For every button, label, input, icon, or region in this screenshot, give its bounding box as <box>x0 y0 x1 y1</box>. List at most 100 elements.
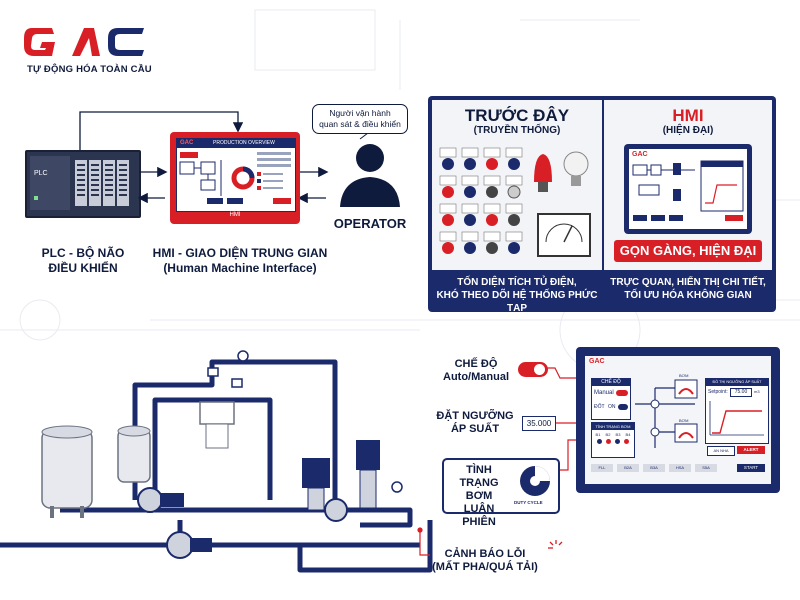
modern-banner: GỌN GÀNG, HIỆN ĐẠI <box>614 240 762 262</box>
manual-toggle[interactable] <box>616 390 628 396</box>
pump-status-line2: BƠM <box>465 490 493 502</box>
hmi-footer-buttons: FLL B2A B3A HSA S5A <box>591 464 731 472</box>
plc-caption-line2: ĐIỀU KHIỂN <box>48 261 118 275</box>
before-footer-line2: KHÓ THEO DÕI HỆ THỐNG PHỨC TẠP <box>436 290 598 314</box>
threshold-callout: ĐẶT NGƯỠNG ÁP SUẤT <box>432 410 518 436</box>
comparison-divider <box>602 100 604 308</box>
after-section: HMI (HIỆN ĐẠI) GAC <box>604 100 772 270</box>
speech-line1: Người vận hành <box>329 108 391 118</box>
mode-toggle-knob <box>534 364 545 375</box>
hmi-pump-flow <box>635 379 698 448</box>
mode-callout-line1: CHẾ ĐỘ <box>454 358 498 370</box>
pump-label-a: BƠM <box>679 373 689 378</box>
speech-line2: quan sát & điều khiển <box>319 119 401 129</box>
vertical-pump-1 <box>302 458 348 522</box>
pressure-gauge-icon <box>237 350 249 362</box>
horizontal-pump-1 <box>137 487 184 513</box>
pump-col-4: B4 <box>625 432 631 437</box>
horizontal-pump-2 <box>166 531 212 559</box>
modern-hmi-display: GAC <box>629 149 747 229</box>
push-button-row-4 <box>439 231 523 254</box>
bottom-hmi-screen: GAC CHẾ ĐỘ Manual ĐỐT ON TÌNH TRẠNG BƠM … <box>585 356 771 484</box>
light-bulb-icon <box>563 151 589 186</box>
pump-status-callout: TÌNH TRẠNG BƠM LUÂN PHIÊN DUTY CYCLE <box>442 458 560 528</box>
on-toggle[interactable] <box>618 404 628 410</box>
duty-cycle-icon <box>520 466 550 496</box>
footer-btn-3[interactable]: B3A <box>643 464 665 472</box>
plc-io-modules <box>73 156 133 210</box>
plc-caption-line1: PLC - BỘ NÃO <box>41 246 125 260</box>
analog-meter-icon <box>537 213 591 257</box>
after-title: HMI <box>672 106 704 125</box>
pump-indicator-icon <box>606 439 611 444</box>
before-section: TRƯỚC ĐÂY (TRUYỀN THỐNG) <box>432 100 602 270</box>
pump-col-2: B2 <box>605 432 611 437</box>
push-button-row-1 <box>439 147 523 170</box>
hmi-bezel-text: HMI <box>229 212 241 218</box>
hmi-screen-header: GAC PRODUCTION OVERVIEW <box>177 139 295 148</box>
modern-hmi-graphics <box>632 160 744 221</box>
pump-status-header: TÌNH TRẠNG BƠM <box>592 423 634 430</box>
after-footer-line2: TỐI ƯU HÓA KHÔNG GIAN <box>624 290 752 301</box>
bottom-hmi-tablet: GAC CHẾ ĐỘ Manual ĐỐT ON TÌNH TRẠNG BƠM … <box>576 347 780 493</box>
pump-status-text: TÌNH TRẠNG BƠM LUÂN PHIÊN <box>446 464 512 529</box>
pump-col-1: B1 <box>595 432 601 437</box>
footer-btn-2[interactable]: B2A <box>617 464 639 472</box>
before-subtitle: (TRUYỀN THỐNG) <box>473 125 561 136</box>
push-button-row-3 <box>439 203 523 226</box>
red-beacon-icon <box>534 154 552 192</box>
threshold-input[interactable]: 35.000 <box>522 416 556 431</box>
pump-indicator-icon <box>597 439 602 444</box>
plc-caption: PLC - BỘ NÃO ĐIỀU KHIỂN <box>18 246 148 276</box>
setpoint-value[interactable]: 75.00 <box>730 388 752 397</box>
threshold-callout-line2: ÁP SUẤT <box>450 423 500 435</box>
pump-status-line3: LUÂN PHIÊN <box>462 503 496 528</box>
mode-toggle[interactable] <box>518 362 548 377</box>
storage-tank-large <box>41 425 93 518</box>
alarm-callout-line1: CẢNH BÁO LỖI <box>444 548 526 560</box>
pump-cols: B1 B2 B3 B4 <box>593 432 633 437</box>
footer-btn-1[interactable]: FLL <box>591 464 613 472</box>
pressure-chart-box: ĐỒ THỊ NGƯỠNG ÁP SUẤT Setpoint: 75.00 m3 <box>705 378 769 444</box>
start-button[interactable]: START <box>737 464 765 472</box>
hmi-screen-title: PRODUCTION OVERVIEW <box>213 140 275 146</box>
hmi-device: GAC PRODUCTION OVERVIEW HMI <box>170 132 300 224</box>
pressure-transmitter <box>199 401 235 449</box>
plc-device: PLC <box>25 150 141 218</box>
push-button-row-2 <box>439 175 523 199</box>
mode-callout-line2: Auto/Manual <box>443 371 509 383</box>
before-footer: TỐN DIỆN TÍCH TỦ ĐIỆN, KHÓ THEO DÕI HỆ T… <box>432 276 602 315</box>
modern-hmi-brand: GAC <box>632 151 648 158</box>
manual-label: Manual <box>594 390 614 396</box>
bottom-hmi-brand: GAC <box>589 358 605 365</box>
mode-box: CHẾ ĐỘ Manual ĐỐT ON <box>591 378 631 420</box>
hmi-caption-line1: HMI - GIAO DIỆN TRUNG GIAN <box>152 246 328 260</box>
alert-button[interactable]: ALERT <box>737 446 765 454</box>
traditional-control-panel <box>439 147 591 257</box>
after-footer: TRỰC QUAN, HIỂN THỊ CHI TIẾT, TỐI ƯU HÓA… <box>604 276 772 302</box>
hmi-screen-graphics <box>179 152 291 204</box>
pump-indicator-icon <box>615 439 620 444</box>
modern-hmi-screen: GAC <box>624 144 752 234</box>
alarm-callout: CẢNH BÁO LỖI (MẤT PHA/QUÁ TẢI) <box>424 548 546 574</box>
alarm-burst-icon <box>548 540 563 549</box>
footer-btn-4[interactable]: HSA <box>669 464 691 472</box>
dot-label: ĐỐT <box>594 404 605 410</box>
before-footer-line1: TỐN DIỆN TÍCH TỦ ĐIỆN, <box>457 277 577 288</box>
pump-label-b: BƠM <box>679 418 689 423</box>
plc-led-icon <box>34 196 38 200</box>
hmi-screen: GAC PRODUCTION OVERVIEW <box>176 138 296 212</box>
footer-btn-5[interactable]: S5A <box>695 464 717 472</box>
vertical-pump-2 <box>356 440 380 509</box>
mode-callout: CHẾ ĐỘ Auto/Manual <box>438 358 514 384</box>
plc-screen-text: PLC <box>34 170 48 177</box>
after-footer-line1: TRỰC QUAN, HIỂN THỊ CHI TIẾT, <box>610 277 766 288</box>
setpoint-unit: m3 <box>754 389 760 394</box>
operator-person-icon <box>340 133 400 207</box>
gac-logo <box>22 22 162 62</box>
threshold-callout-line1: ĐẶT NGƯỠNG <box>436 410 514 422</box>
after-subtitle: (HIỆN ĐẠI) <box>662 125 714 136</box>
operator-speech-bubble: Người vận hành quan sát & điều khiển <box>312 104 408 134</box>
before-title: TRƯỚC ĐÂY <box>464 106 570 125</box>
reset-button[interactable]: AN NHA <box>707 446 735 456</box>
